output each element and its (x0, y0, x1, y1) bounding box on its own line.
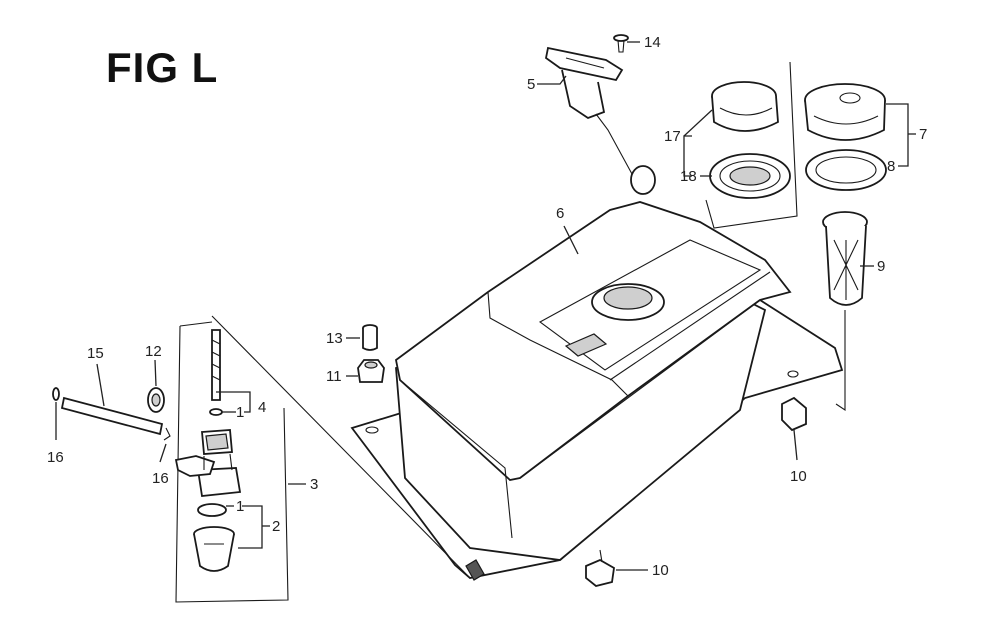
callout-18: 18 (680, 168, 697, 185)
callout-10-lower: 10 (652, 562, 669, 579)
fuel-cock-oring (197, 503, 227, 517)
mount-cushion (357, 359, 385, 383)
tank-cushion-upper (781, 396, 807, 432)
callout-6: 6 (556, 205, 564, 222)
callout-13: 13 (326, 330, 343, 347)
figure-title: FIG L (106, 44, 219, 91)
hose-grommet (147, 387, 165, 413)
callout-10-upper: 10 (790, 468, 807, 485)
alt-cap (711, 81, 779, 132)
fuel-cock-body (174, 429, 242, 497)
callout-3: 3 (310, 476, 318, 493)
fuel-gauge (545, 46, 656, 195)
callout-2: 2 (272, 518, 280, 535)
fuel-cup (193, 526, 235, 572)
fuel-tank (350, 201, 844, 581)
callout-1-upper: 1 (236, 404, 244, 421)
fuel-cap (804, 83, 886, 141)
callout-5: 5 (527, 76, 535, 93)
callout-15: 15 (87, 345, 104, 362)
fuel-strainer (822, 211, 868, 412)
hose-clip-left (52, 387, 60, 401)
callout-16-right: 16 (152, 470, 169, 487)
collar (362, 324, 378, 351)
fuel-hose (60, 396, 164, 436)
callout-9: 9 (877, 258, 885, 275)
leader-lines (55, 41, 916, 571)
cap-group-frame (705, 61, 798, 229)
callout-7: 7 (919, 126, 927, 143)
callout-1-lower: 1 (236, 498, 244, 515)
alt-cap-seal (709, 153, 791, 199)
callout-17: 17 (664, 128, 681, 145)
fuel-cock-strainer-tube (209, 329, 223, 416)
callout-11: 11 (326, 368, 342, 385)
callout-12: 12 (145, 343, 162, 360)
screw (613, 34, 629, 53)
callout-8: 8 (887, 158, 895, 175)
cap-gasket (805, 149, 887, 191)
callout-4: 4 (258, 399, 266, 416)
hose-clip-right (163, 427, 171, 441)
tank-cushion-lower (585, 549, 615, 587)
callout-14: 14 (644, 34, 661, 51)
callout-16-left: 16 (47, 449, 64, 466)
